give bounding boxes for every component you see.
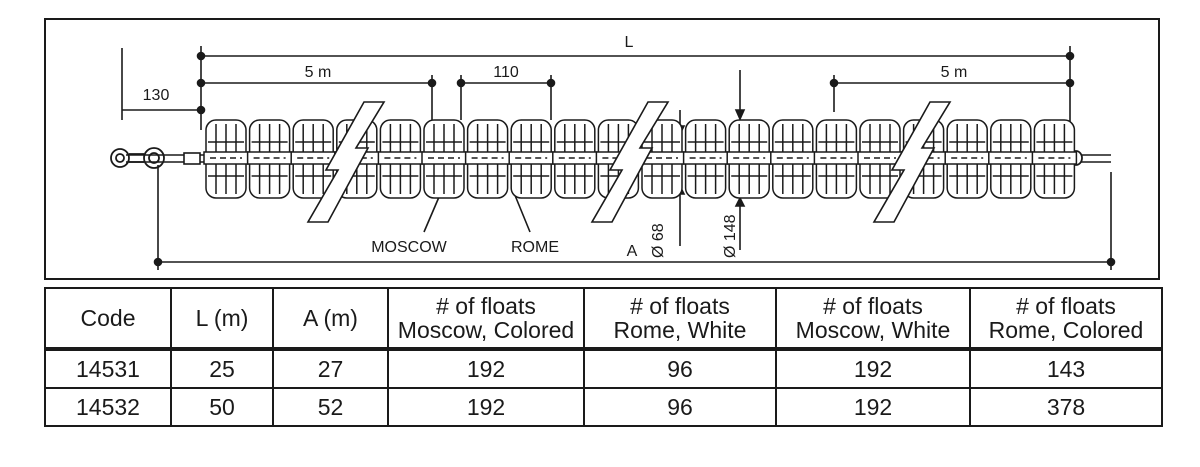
float-disc — [1031, 119, 1078, 199]
lane-rope-drawing: L 5 m 110 5 m 130 MOSCOW ROME A Ø 68 Ø 1… — [110, 34, 1116, 270]
float-disc — [246, 119, 293, 199]
cell-moscow-colored: 192 — [387, 387, 585, 427]
label-A: A — [627, 243, 638, 260]
label-L: L — [625, 34, 634, 51]
float-disc — [464, 119, 511, 199]
float-disc — [770, 119, 816, 199]
header-code: Code — [44, 287, 172, 351]
cell-a: 27 — [272, 348, 389, 389]
header-a: A (m) — [272, 287, 389, 351]
float-disc — [203, 119, 249, 199]
break-marks — [306, 101, 952, 223]
table-row: 14532 50 52 192 96 192 378 — [44, 387, 1163, 427]
float-disc — [813, 119, 860, 199]
cell-rome-colored: 143 — [969, 348, 1163, 389]
cell-code: 14532 — [44, 387, 172, 427]
cell-code: 14531 — [44, 348, 172, 389]
cell-moscow-white: 192 — [775, 387, 971, 427]
float-disc — [508, 119, 554, 199]
float-disc — [988, 119, 1034, 199]
float-disc — [290, 119, 336, 199]
label-dia-68: Ø 68 — [650, 223, 667, 258]
float-disc — [944, 119, 990, 199]
header-l: L (m) — [170, 287, 274, 351]
cell-moscow-colored: 192 — [387, 348, 585, 389]
label-rome: ROME — [511, 239, 559, 256]
cell-moscow-white: 192 — [775, 348, 971, 389]
float-disc — [421, 119, 467, 199]
cell-l: 50 — [170, 387, 274, 427]
end-hook-icon — [110, 147, 165, 169]
cell-a: 52 — [272, 387, 389, 427]
float-disc — [857, 119, 903, 199]
float-disc — [726, 119, 772, 199]
label-130: 130 — [143, 87, 170, 104]
table-row: 14531 25 27 192 96 192 143 — [44, 348, 1163, 389]
label-110: 110 — [493, 64, 519, 81]
cell-rome-white: 96 — [583, 387, 777, 427]
label-5m-right: 5 m — [941, 64, 968, 81]
cell-rome-white: 96 — [583, 348, 777, 389]
label-moscow: MOSCOW — [371, 239, 447, 256]
float-disc — [682, 119, 729, 199]
float-disc — [639, 119, 685, 199]
cell-rome-colored: 378 — [969, 387, 1163, 427]
label-5m-left: 5 m — [305, 64, 332, 81]
cell-l: 25 — [170, 348, 274, 389]
label-dia-148: Ø 148 — [722, 214, 739, 258]
float-disc — [552, 119, 598, 199]
float-disc — [377, 119, 424, 199]
drawing-frame: L 5 m 110 5 m 130 MOSCOW ROME A Ø 68 Ø 1… — [44, 18, 1160, 280]
